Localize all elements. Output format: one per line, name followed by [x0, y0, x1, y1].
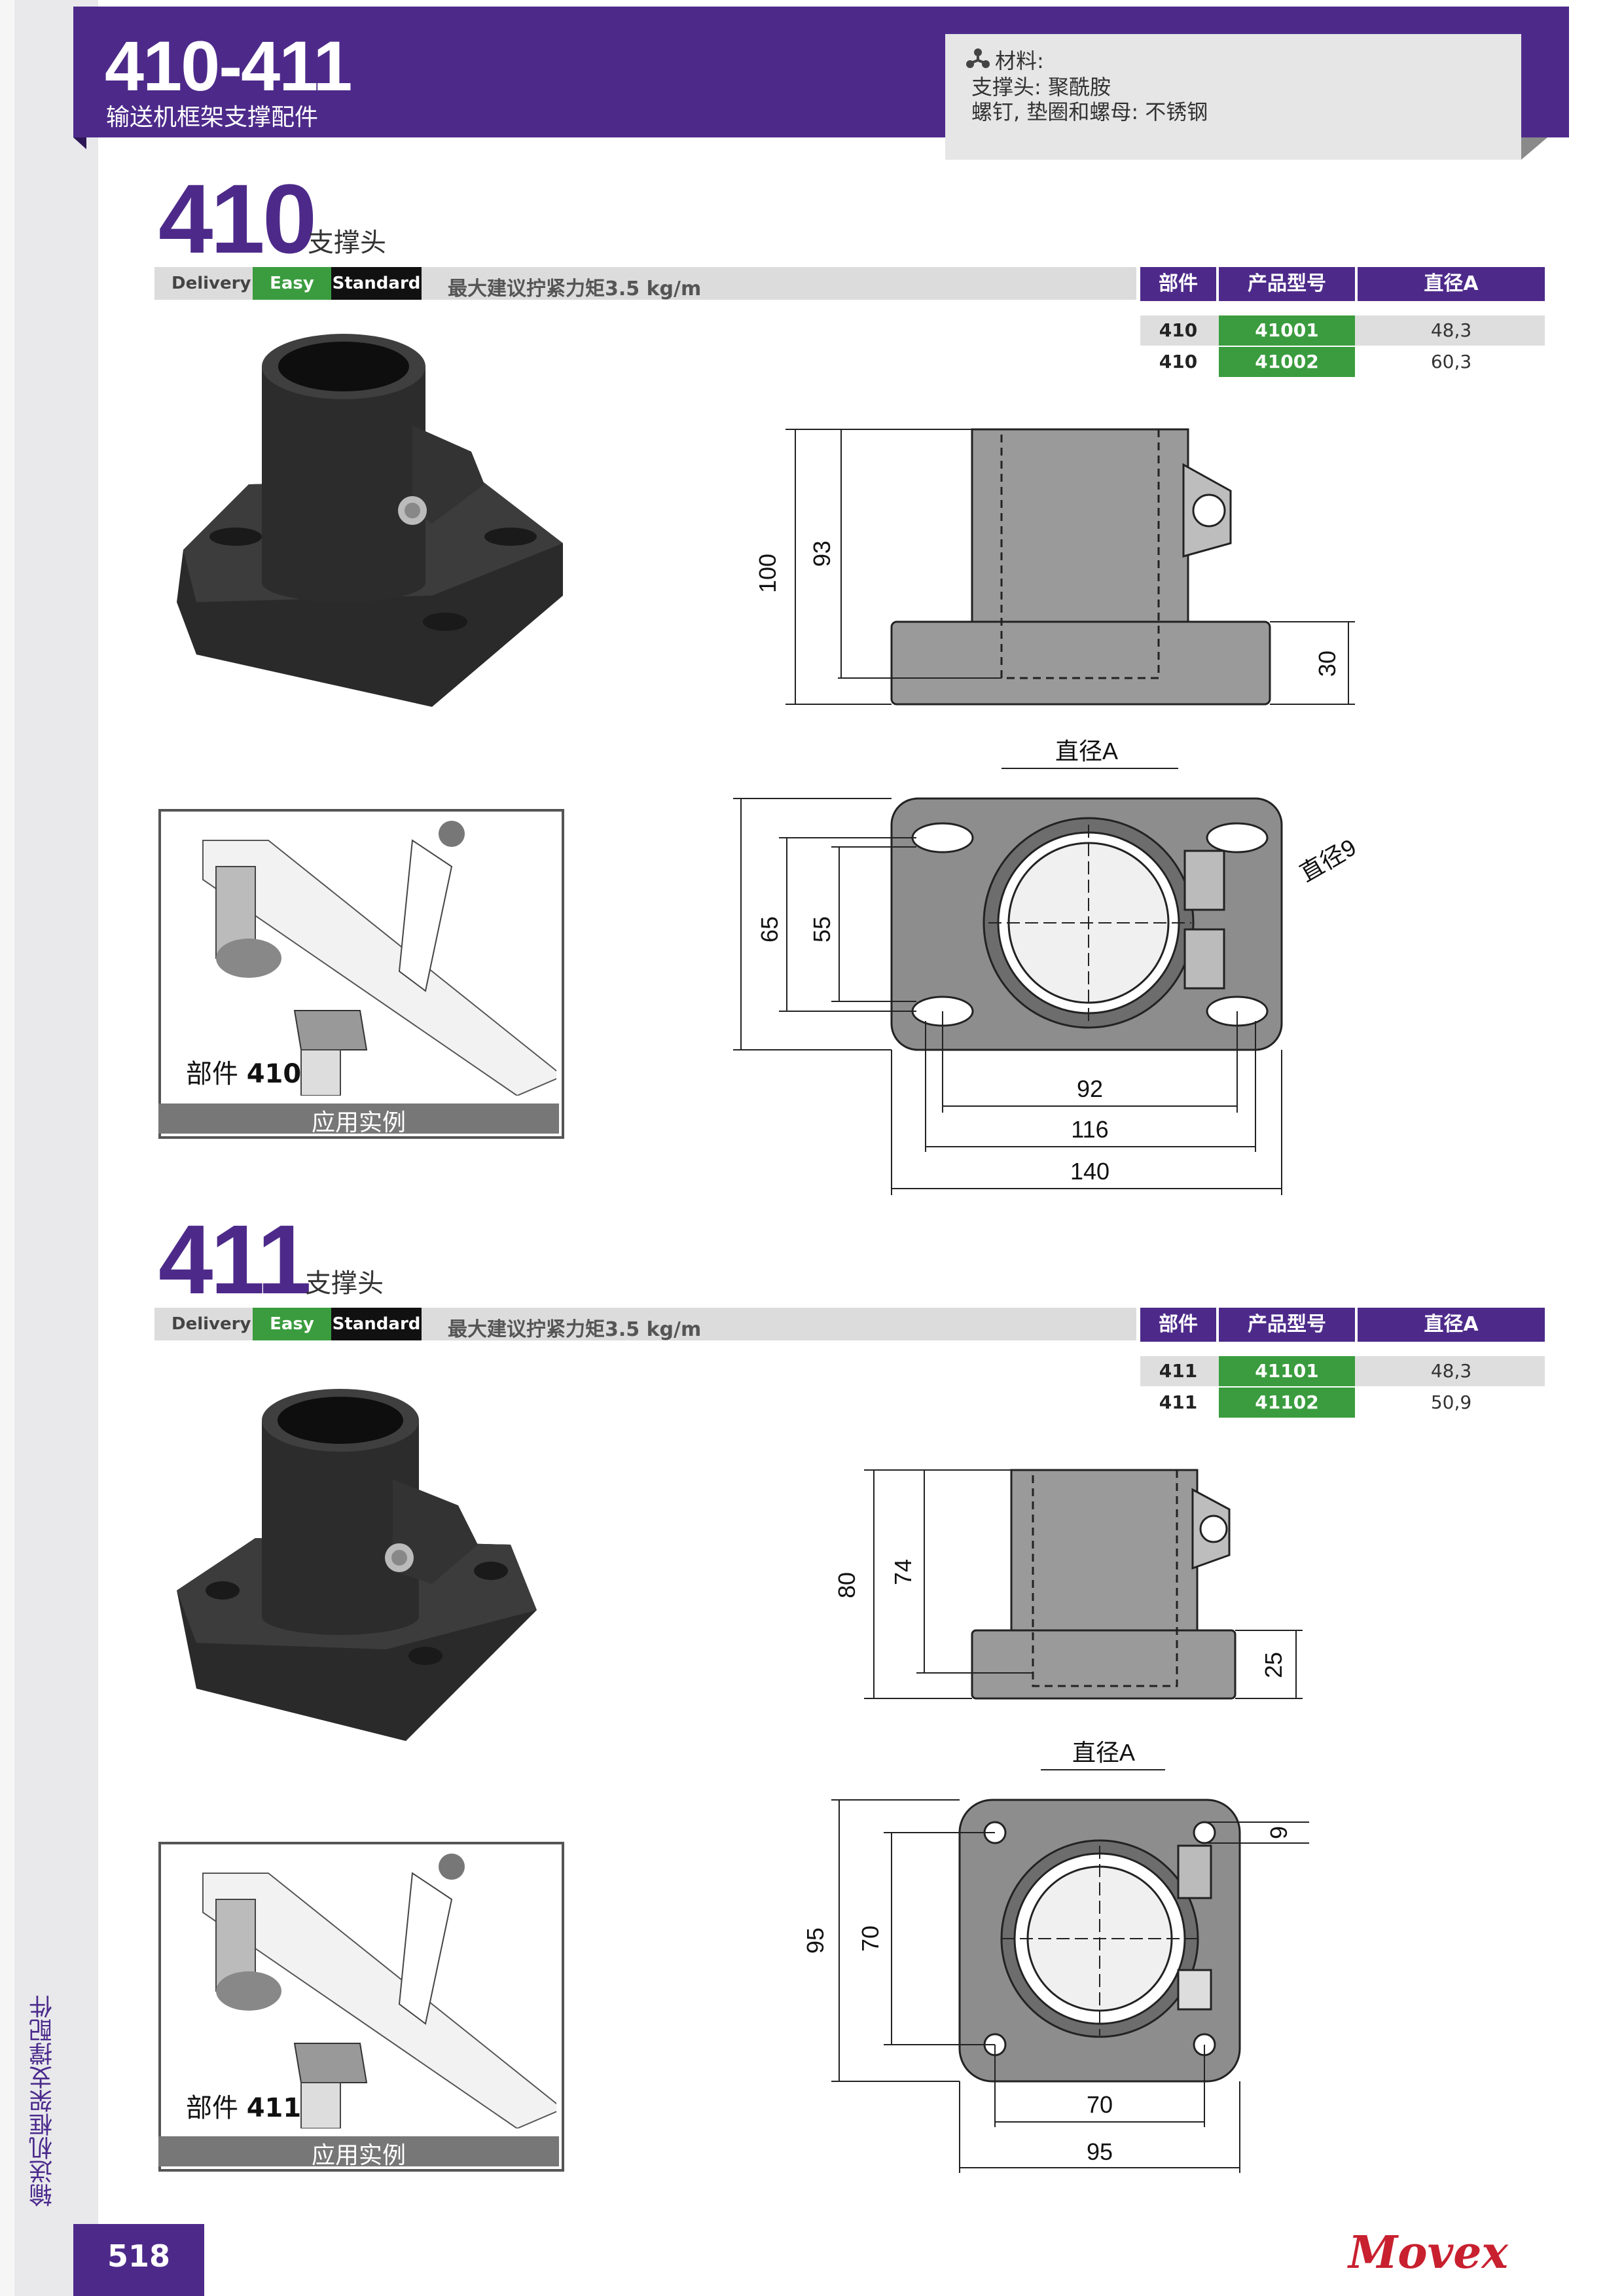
material-box — [945, 34, 1521, 160]
cell-part: 410 — [1159, 319, 1198, 341]
material-icon — [966, 48, 990, 68]
th-dia: 直径A — [1358, 267, 1545, 301]
th-dia: 直径A — [1358, 1308, 1545, 1342]
cell-part: 410 — [1159, 351, 1198, 372]
drawing-410-top: 直径A 90 65 55 直径9 92 116 140 — [720, 738, 1361, 1195]
drawing-411-side: 80 74 25 — [833, 1469, 1303, 1700]
dim-140: 140 — [1070, 1158, 1110, 1185]
drawing-411-top: 直径A 95 70 9 70 95 — [805, 1739, 1309, 2173]
dim-100: 100 — [754, 554, 781, 593]
dim-25: 25 — [1260, 1652, 1287, 1678]
application-illustration-410 — [202, 821, 556, 1096]
dim-65: 65 — [756, 916, 783, 942]
brand-logo: Movex — [1348, 2227, 1508, 2279]
dim-30: 30 — [1314, 651, 1341, 677]
dim-diameter-a: 直径A — [1072, 1739, 1135, 1766]
page-subtitle: 输送机框架支撑配件 — [106, 104, 319, 131]
cell-code: 41101 — [1219, 1356, 1355, 1386]
dim-95: 95 — [805, 1928, 829, 1954]
dim-80: 80 — [833, 1572, 860, 1598]
app-label-prefix: 部件 — [186, 1059, 238, 1089]
dim-55: 55 — [808, 916, 835, 942]
side-title: 输送机框架支撑配件 — [29, 1995, 56, 2207]
section-411-name: 支撑头 — [305, 1268, 384, 1299]
dim-9: 9 — [1265, 1826, 1292, 1839]
th-part: 部件 — [1140, 267, 1216, 301]
cell-code: 41102 — [1219, 1388, 1355, 1418]
cell-code: 41002 — [1219, 347, 1355, 377]
cell-code: 41001 — [1219, 315, 1355, 346]
torque-note: 最大建议拧紧力矩3.5 kg/m — [448, 1318, 702, 1341]
delivery-label: Delivery: — [171, 1314, 258, 1334]
cell-part: 411 — [1159, 1360, 1198, 1382]
cell-dia: 60,3 — [1430, 351, 1472, 372]
th-part: 部件 — [1140, 1308, 1216, 1342]
th-code: 产品型号 — [1219, 1308, 1355, 1342]
application-label-410: 部件 410 — [186, 1052, 301, 1090]
delivery-label: Delivery: — [171, 274, 258, 293]
cell-dia: 50,9 — [1430, 1391, 1472, 1413]
product-411-photo — [177, 1389, 537, 1741]
material-title: 材料: — [995, 48, 1044, 73]
dim-70: 70 — [857, 1926, 884, 1952]
dim-90: 90 — [720, 916, 724, 942]
standard-badge: Standard — [331, 1308, 422, 1340]
page-number: 518 — [107, 2238, 171, 2274]
application-illustration-411 — [202, 1854, 556, 2128]
page-title: 410-411 — [105, 26, 352, 105]
product-410-photo — [177, 334, 563, 707]
side-band-inner — [0, 0, 14, 2296]
dim-93: 93 — [808, 541, 835, 567]
application-caption: 应用实例 — [158, 2136, 559, 2169]
cell-dia: 48,3 — [1430, 319, 1472, 341]
app-label-prefix: 部件 — [186, 2093, 238, 2123]
dim-92: 92 — [1077, 1075, 1103, 1102]
dim-116: 116 — [1071, 1116, 1108, 1143]
material-line-2: 螺钉, 垫圈和螺母: 不锈钢 — [971, 99, 1208, 124]
torque-note: 最大建议拧紧力矩3.5 kg/m — [448, 278, 702, 300]
section-410-number: 410 — [158, 164, 317, 274]
dim-95-bottom: 95 — [1087, 2138, 1113, 2165]
section-410-name: 支撑头 — [308, 228, 386, 258]
dim-70-bottom: 70 — [1087, 2091, 1113, 2118]
dim-74: 74 — [890, 1559, 916, 1585]
cell-dia: 48,3 — [1430, 1360, 1472, 1382]
dim-diameter-a: 直径A — [1055, 738, 1118, 764]
dim-diameter-9: 直径9 — [1295, 833, 1361, 887]
app-label-number: 411 — [246, 2093, 302, 2123]
drawing-410-side: 100 93 30 — [754, 428, 1355, 706]
material-line-1: 支撑头: 聚酰胺 — [971, 75, 1111, 99]
application-caption: 应用实例 — [158, 1103, 559, 1136]
app-label-number: 410 — [246, 1059, 302, 1089]
standard-badge: Standard — [331, 267, 422, 300]
page-number-box — [73, 2224, 204, 2296]
cell-part: 411 — [1159, 1391, 1198, 1413]
material-box-fold — [1521, 137, 1547, 160]
header-fold — [73, 137, 86, 149]
side-band — [0, 0, 98, 2296]
th-code: 产品型号 — [1219, 267, 1355, 301]
easy-badge: Easy — [253, 1308, 331, 1340]
easy-badge: Easy — [253, 267, 331, 300]
application-label-411: 部件 411 — [186, 2087, 301, 2125]
section-411-number: 411 — [158, 1204, 312, 1314]
